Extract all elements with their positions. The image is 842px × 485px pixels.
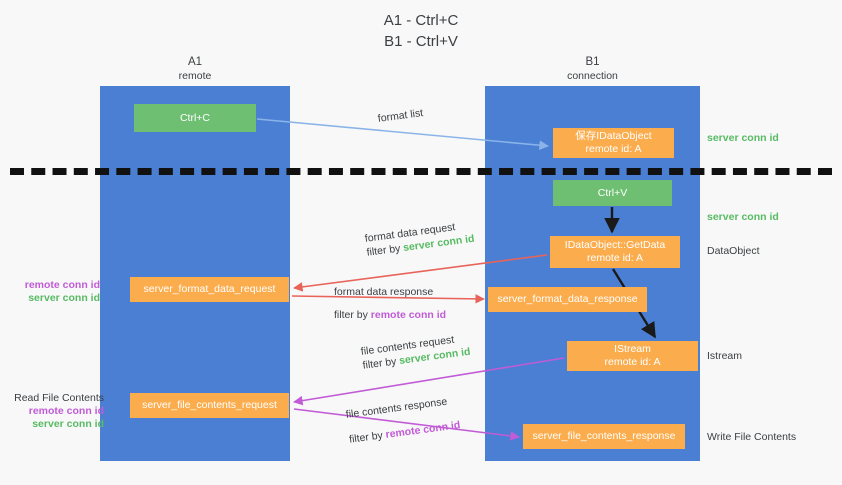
box-ctrl-c[interactable]: Ctrl+C xyxy=(134,104,256,132)
edge-label-file-contents-response-filter-value: remote conn id xyxy=(384,419,462,441)
edge-label-format-list-primary: format list xyxy=(377,107,424,125)
edge-label-format-data-response-filter-value: remote conn id xyxy=(370,309,447,321)
annotation-server-conn-id-top: server conn id xyxy=(707,132,779,144)
box-save-idataobject-title: 保存IDataObject xyxy=(575,130,652,142)
annotation-server-conn-id-middle: server conn id xyxy=(707,211,779,223)
box-server-file-contents-response-label: server_file_contents_response xyxy=(532,430,676,442)
edge-label-file-contents-response-filter-prefix: filter by xyxy=(348,428,387,446)
edge-label-file-contents-request: file contents request filter by server c… xyxy=(360,331,471,373)
box-save-idataobject-subtitle: remote id: A xyxy=(585,143,642,155)
box-idataobject-getdata-subtitle: remote id: A xyxy=(586,252,644,264)
lane-b1-sub: connection xyxy=(567,70,618,82)
edge-label-format-list: format list xyxy=(377,106,424,126)
edge-label-file-contents-request-filter-prefix: filter by xyxy=(361,355,400,372)
box-ctrl-v-label: Ctrl+V xyxy=(597,186,628,199)
lane-header-a1: A1 remote xyxy=(100,55,290,83)
box-ctrl-v[interactable]: Ctrl+V xyxy=(553,180,672,206)
edge-label-file-contents-response-primary: file contents response xyxy=(345,395,448,421)
edge-label-format-data-request: format data request filter by server con… xyxy=(364,218,475,260)
box-server-format-data-response[interactable]: server_format_data_response xyxy=(488,287,647,312)
lane-header-b1: B1 connection xyxy=(485,55,700,83)
box-istream[interactable]: IStream remote id: A xyxy=(567,341,698,371)
lane-b1-name: B1 xyxy=(585,56,600,68)
box-ctrl-c-label: Ctrl+C xyxy=(179,111,211,124)
box-istream-title: IStream xyxy=(614,343,651,355)
edge-label-format-data-request-filter-prefix: filter by xyxy=(365,242,404,259)
box-server-file-contents-request[interactable]: server_file_contents_request xyxy=(130,393,289,418)
annotation-remote-conn-id-upper: remote conn id xyxy=(24,279,100,291)
annotation-istream: Istream xyxy=(707,350,743,362)
edge-label-format-data-response-filter-prefix: filter by xyxy=(334,309,371,321)
edge-label-format-data-response: format data response filter by remote co… xyxy=(334,285,446,322)
edge-label-format-data-response-primary: format data response xyxy=(334,286,434,298)
title-line-2: B1 - Ctrl+V xyxy=(384,33,458,50)
box-server-format-data-request-label: server_format_data_request xyxy=(143,283,276,295)
annotation-write-file-contents: Write File Contents xyxy=(707,431,797,443)
annotation-conn-ids-upper: remote conn id server conn id xyxy=(8,279,100,305)
annotation-read-file-contents: Read File Contents xyxy=(14,392,104,404)
box-idataobject-getdata[interactable]: IDataObject::GetData remote id: A xyxy=(550,236,680,268)
box-server-file-contents-response[interactable]: server_file_contents_response xyxy=(523,424,685,449)
annotation-server-conn-id-lower: server conn id xyxy=(32,418,104,430)
annotation-dataobject: DataObject xyxy=(707,245,760,257)
box-idataobject-getdata-title: IDataObject::GetData xyxy=(564,239,666,251)
phase-separator-line xyxy=(10,168,832,175)
box-server-file-contents-request-label: server_file_contents_request xyxy=(142,399,277,411)
annotation-remote-conn-id-lower: remote conn id xyxy=(28,405,104,417)
lane-a1-name: A1 xyxy=(187,56,203,68)
box-server-format-data-response-label: server_format_data_response xyxy=(497,293,638,305)
edge-label-file-contents-response: file contents response filter by remote … xyxy=(345,393,461,446)
lane-a1-sub: remote xyxy=(178,70,212,82)
box-save-idataobject[interactable]: 保存IDataObject remote id: A xyxy=(553,128,674,158)
annotation-server-conn-id-upper: server conn id xyxy=(28,292,100,304)
title-line-1: A1 - Ctrl+C xyxy=(383,12,459,29)
box-server-format-data-request[interactable]: server_format_data_request xyxy=(130,277,289,302)
annotation-read-file-contents-group: Read File Contents remote conn id server… xyxy=(8,392,104,431)
box-istream-subtitle: remote id: A xyxy=(604,356,661,368)
page-title: A1 - Ctrl+C B1 - Ctrl+V xyxy=(0,10,842,52)
